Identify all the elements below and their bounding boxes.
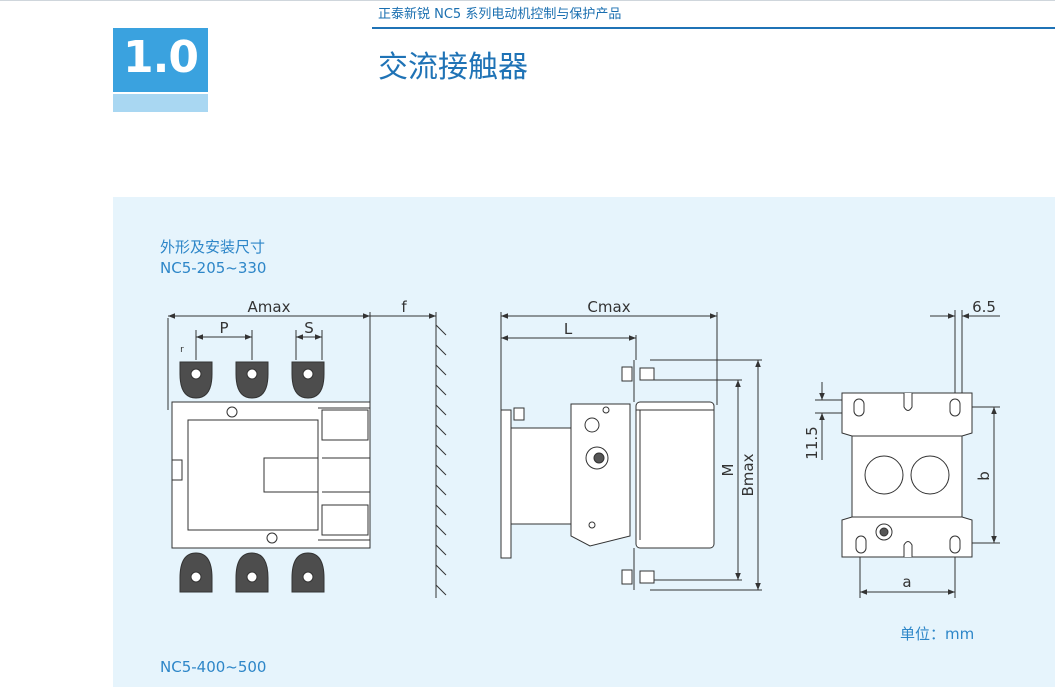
dim-6-5-label: 6.5 (972, 298, 996, 316)
side-view (500, 312, 762, 591)
dim-11-5-label: 11.5 (803, 426, 821, 459)
model-range-2: NC5-400~500 (160, 658, 267, 676)
section-number: 1.0 (123, 32, 199, 83)
series-header: 正泰新锐 NC5 系列电动机控制与保护产品 (378, 7, 622, 22)
base-plate-view (815, 310, 1000, 598)
dim-cmax-label: Cmax (587, 298, 630, 316)
dim-amax-label: Amax (248, 298, 291, 316)
header-divider (372, 27, 1055, 29)
dim-bmax-label: Bmax (739, 453, 757, 496)
dim-a-label: a (902, 573, 911, 591)
top-rule (0, 0, 1055, 1)
model-range-1: NC5-205~330 (160, 259, 267, 277)
dim-b-label: b (975, 471, 993, 481)
dim-p-label: P (219, 319, 228, 337)
panel-caption: 外形及安装尺寸 (160, 238, 266, 256)
section-number-box: 1.0 (113, 28, 208, 92)
dim-s-label: S (304, 319, 314, 337)
unit-note: 单位：mm (900, 625, 975, 643)
dim-f-label: f (401, 298, 407, 316)
mounting-wall-hatch (435, 324, 447, 596)
dim-m-label: M (719, 464, 737, 477)
page-title: 交流接触器 (378, 50, 528, 85)
dim-r-label: r (180, 345, 184, 355)
front-view (167, 312, 447, 598)
dim-l-label: L (564, 320, 573, 338)
section-number-bar (113, 94, 208, 112)
